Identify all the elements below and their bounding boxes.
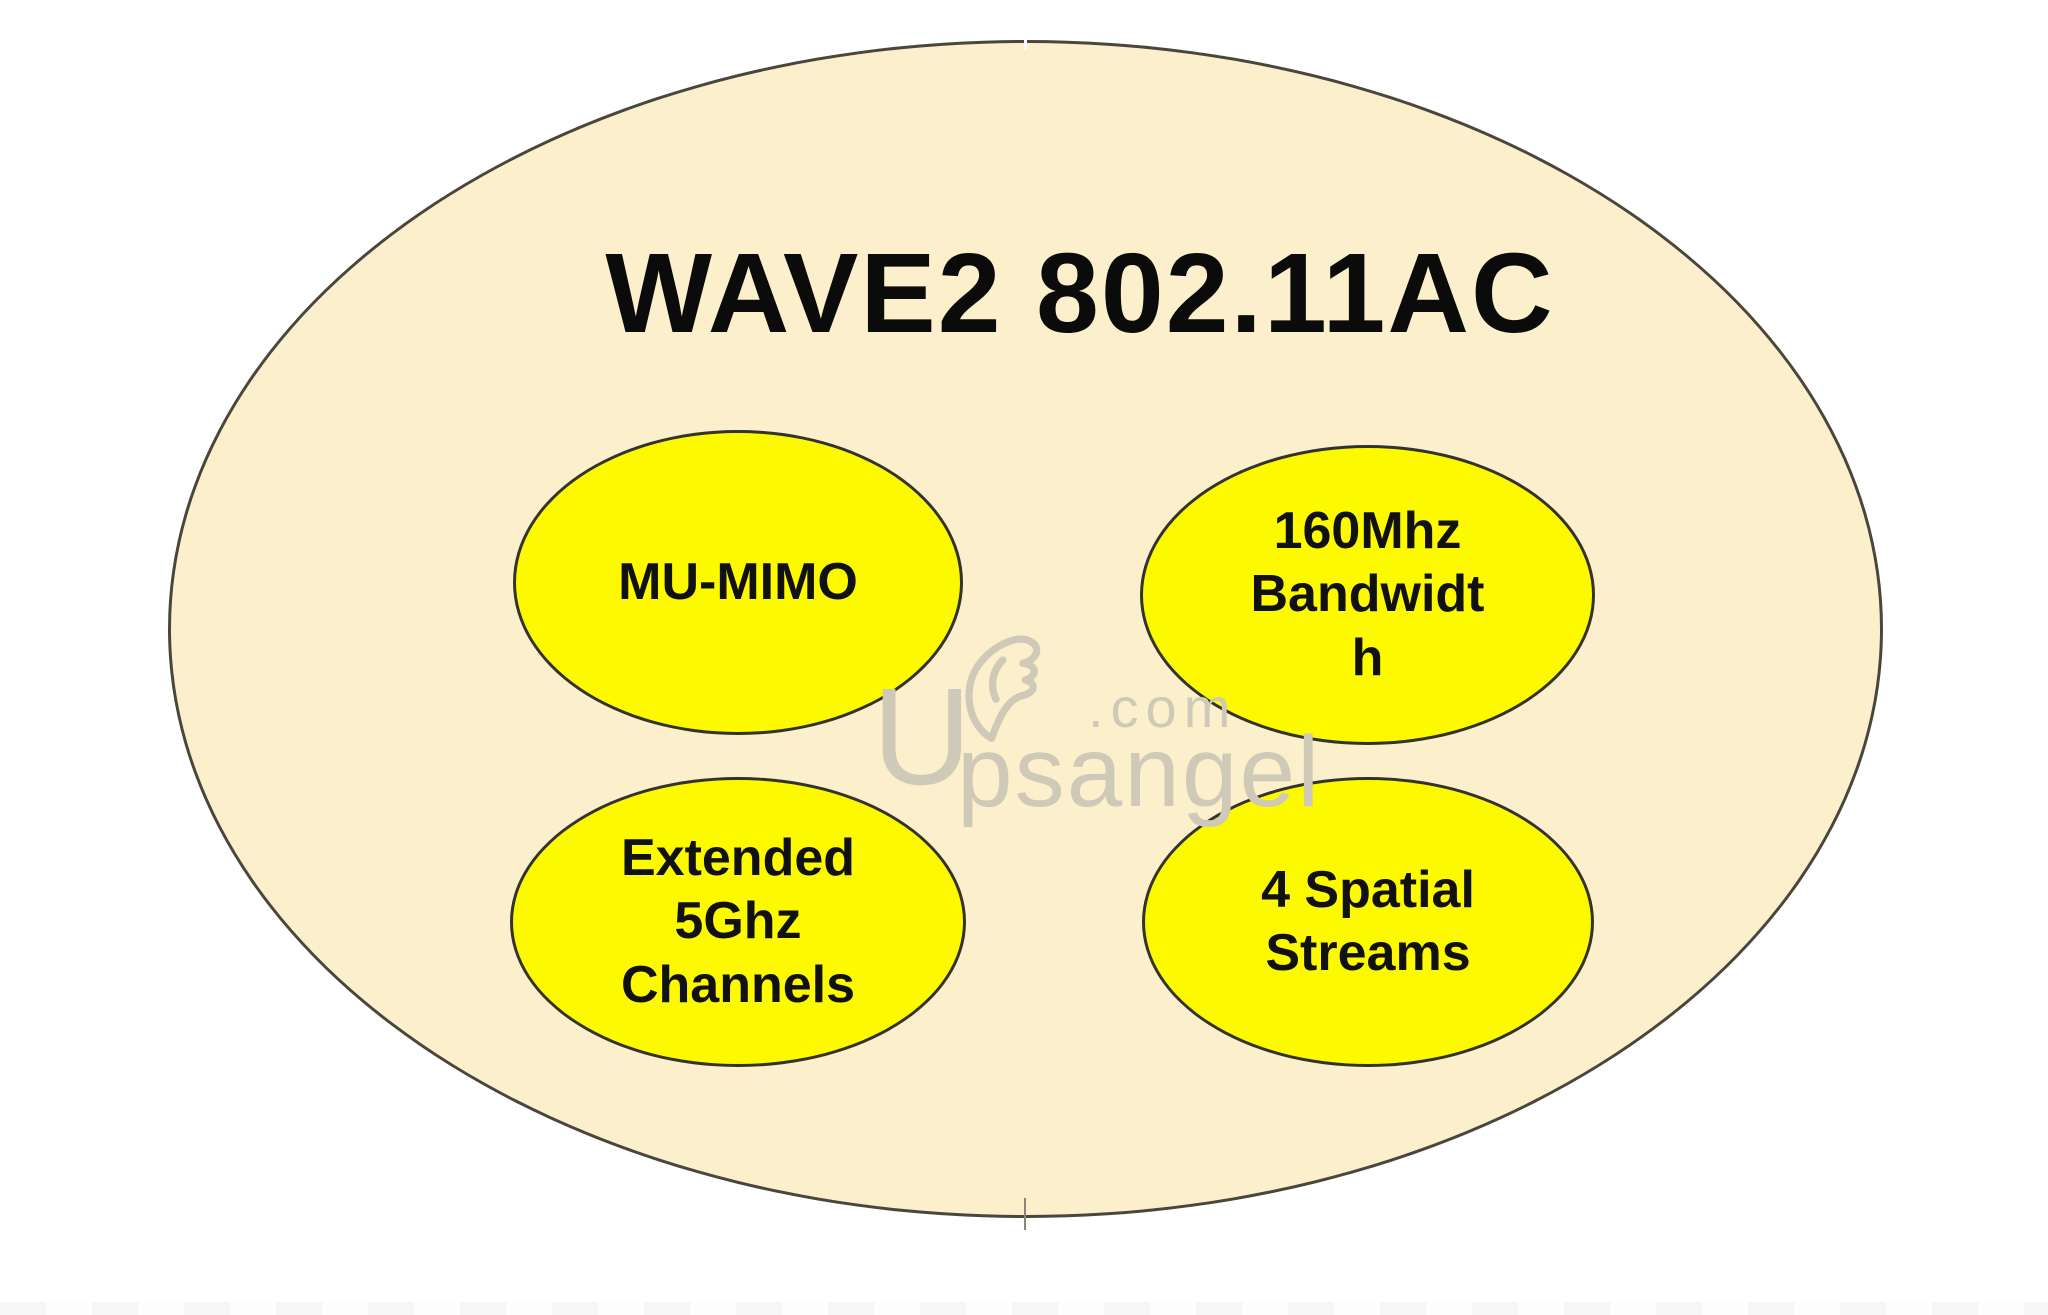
node-160mhz-bandwidth: 160Mhz Bandwidt h: [1140, 445, 1595, 745]
node-extended-5ghz-channels-label: Extended 5Ghz Channels: [620, 828, 856, 1014]
node-mu-mimo: MU-MIMO: [513, 430, 963, 735]
ellipse-bottom-tick: [1024, 1198, 1026, 1230]
node-mu-mimo-label: MU-MIMO: [618, 552, 858, 611]
node-160mhz-bandwidth-label: 160Mhz Bandwidt h: [1250, 501, 1485, 687]
page-bottom-strip: [0, 1302, 2048, 1315]
wave2-group-ellipse: [168, 40, 1883, 1218]
node-4-spatial-streams-label: 4 Spatial Streams: [1261, 860, 1475, 982]
node-extended-5ghz-channels: Extended 5Ghz Channels: [510, 777, 966, 1067]
diagram-title: WAVE2 802.11AC: [605, 230, 1555, 356]
ellipse-top-notch: [1024, 28, 1027, 50]
node-4-spatial-streams: 4 Spatial Streams: [1142, 777, 1594, 1067]
